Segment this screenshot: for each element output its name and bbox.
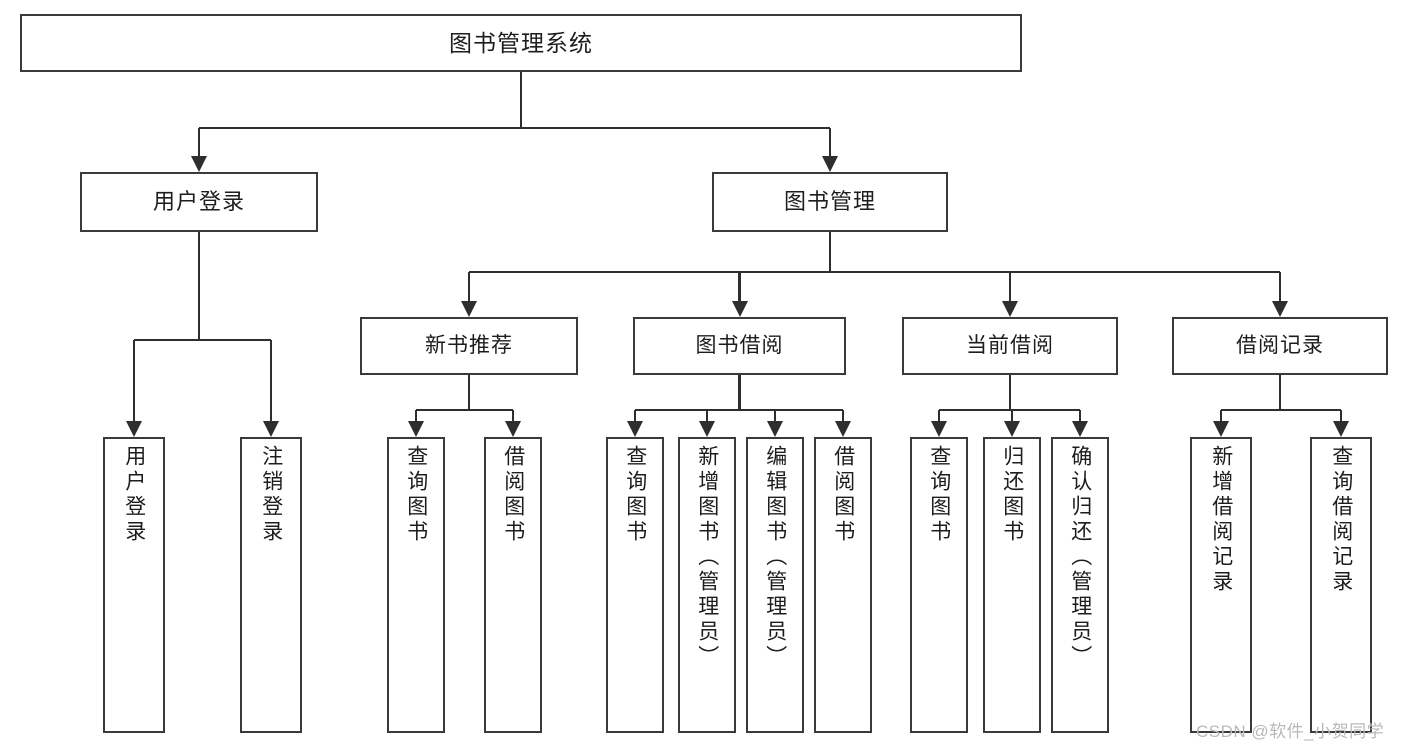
node-label: 当前借阅 [966, 333, 1054, 357]
node-label: 新增图书（管理员） [695, 445, 719, 670]
connector-user-login-to-leaf-2 [269, 340, 273, 421]
arrowhead-to-leaf-add-book [699, 421, 715, 437]
arrowhead-to-leaf-user-login [126, 421, 142, 437]
node-leaf-add-borrow-record[interactable]: 新增借阅记录 [1190, 437, 1252, 733]
node-label: 借阅图书 [501, 445, 525, 545]
connector-borrow-record-bar [1221, 408, 1341, 412]
arrowhead-to-current-borrow [1002, 301, 1018, 317]
node-leaf-query-book-current[interactable]: 查询图书 [910, 437, 968, 733]
node-leaf-edit-book-admin[interactable]: 编辑图书（管理员） [746, 437, 804, 733]
node-leaf-query-book-new-rec[interactable]: 查询图书 [387, 437, 445, 733]
connector-book-manage-to-new-book-rec [467, 272, 471, 301]
connector-current-borrow-to-leaf-return-book [1010, 410, 1014, 421]
node-label: 用户登录 [152, 189, 245, 215]
node-label: 查询图书 [404, 445, 428, 545]
connector-user-login-stem [197, 232, 201, 340]
arrowhead-to-leaf-add-record [1213, 421, 1229, 437]
connector-book-manage-stem [828, 232, 832, 272]
node-label: 图书管理 [783, 189, 876, 215]
arrowhead-to-book-manage [822, 156, 838, 172]
connector-book-manage-bar [469, 270, 1280, 274]
node-label: 用户登录 [122, 445, 146, 545]
node-label: 新书推荐 [425, 333, 513, 357]
node-new-book-recommendation[interactable]: 新书推荐 [360, 317, 578, 375]
connector-borrow-record-stem [1278, 375, 1282, 410]
node-leaf-return-book[interactable]: 归还图书 [983, 437, 1041, 733]
arrowhead-to-leaf-query-record [1333, 421, 1349, 437]
connector-user-login-bar [134, 338, 271, 342]
connector-current-borrow-bar [939, 408, 1080, 412]
connector-user-login-to-leaf-1 [132, 340, 136, 421]
connector-borrow-record-to-leaf-add-record [1219, 410, 1223, 421]
connector-book-manage-to-book-borrow [738, 272, 741, 301]
node-leaf-add-book-admin[interactable]: 新增图书（管理员） [678, 437, 736, 733]
connector-current-borrow-to-leaf-query-book-3 [937, 410, 941, 421]
arrowhead-to-new-book-rec [461, 301, 477, 317]
node-label: 新增借阅记录 [1209, 445, 1233, 595]
connector-book-borrow-to-leaf-edit-book [773, 410, 777, 421]
node-label: 借阅图书 [831, 445, 855, 545]
node-leaf-borrow-book[interactable]: 借阅图书 [814, 437, 872, 733]
node-root-system[interactable]: 图书管理系统 [20, 14, 1022, 72]
arrowhead-to-leaf-user-logout [263, 421, 279, 437]
node-label: 归还图书 [1000, 445, 1024, 545]
arrowhead-to-leaf-query-book-2 [627, 421, 643, 437]
node-leaf-query-book-borrow[interactable]: 查询图书 [606, 437, 664, 733]
connector-current-borrow-to-leaf-confirm-return [1078, 410, 1082, 421]
connector-new-book-rec-to-leaf-query-book-1 [414, 410, 418, 421]
node-label: 图书借阅 [695, 333, 784, 357]
connector-book-manage-to-borrow-record [1278, 272, 1282, 301]
connector-root-to-user-login [197, 128, 201, 156]
connector-book-borrow-to-leaf-query-book-2 [633, 410, 637, 421]
connector-book-borrow-to-leaf-borrow-book-2 [841, 410, 845, 421]
node-current-borrow[interactable]: 当前借阅 [902, 317, 1118, 375]
connector-root-bar [199, 126, 830, 130]
connector-book-borrow-to-leaf-add-book [705, 410, 709, 421]
arrowhead-to-borrow-record [1272, 301, 1288, 317]
node-label: 注销登录 [259, 445, 283, 545]
arrowhead-to-leaf-edit-book [767, 421, 783, 437]
node-label: 查询图书 [927, 445, 951, 545]
node-label: 查询借阅记录 [1329, 445, 1353, 595]
connector-current-borrow-stem [1008, 375, 1012, 410]
node-label: 图书管理系统 [449, 29, 593, 56]
node-label: 确认归还（管理员） [1068, 445, 1092, 670]
connector-book-manage-to-current-borrow [1008, 272, 1012, 301]
node-leaf-borrow-book-new-rec[interactable]: 借阅图书 [484, 437, 542, 733]
connector-borrow-record-to-leaf-query-record [1339, 410, 1343, 421]
node-book-manage[interactable]: 图书管理 [712, 172, 948, 232]
node-leaf-user-logout[interactable]: 注销登录 [240, 437, 302, 733]
connector-book-borrow-stem [738, 375, 741, 410]
arrowhead-to-book-borrow [731, 301, 748, 317]
connector-new-book-rec-to-leaf-borrow-book-1 [511, 410, 515, 421]
connector-book-borrow-bar [635, 408, 843, 412]
connector-new-book-rec-bar [416, 408, 513, 412]
connector-new-book-rec-stem [467, 375, 471, 410]
arrowhead-to-leaf-borrow-book-2 [835, 421, 851, 437]
node-leaf-user-login[interactable]: 用户登录 [103, 437, 165, 733]
arrowhead-to-leaf-return-book [1004, 421, 1020, 437]
node-user-login[interactable]: 用户登录 [80, 172, 318, 232]
node-label: 编辑图书（管理员） [763, 445, 787, 670]
connector-root-stem [519, 72, 523, 128]
arrowhead-to-leaf-query-book-3 [931, 421, 947, 437]
node-label: 借阅记录 [1236, 333, 1324, 357]
arrowhead-to-user-login [191, 156, 207, 172]
node-book-borrow[interactable]: 图书借阅 [633, 317, 846, 375]
arrowhead-to-leaf-query-book-1 [408, 421, 424, 437]
node-label: 查询图书 [623, 445, 647, 545]
node-borrow-record[interactable]: 借阅记录 [1172, 317, 1388, 375]
csdn-watermark: CSDN @软件_小贺同学 [1196, 722, 1385, 741]
arrowhead-to-leaf-borrow-book-1 [505, 421, 521, 437]
connector-root-to-book-manage [828, 128, 832, 156]
node-leaf-query-borrow-record[interactable]: 查询借阅记录 [1310, 437, 1372, 733]
arrowhead-to-leaf-confirm-return [1072, 421, 1088, 437]
node-leaf-confirm-return-admin[interactable]: 确认归还（管理员） [1051, 437, 1109, 733]
